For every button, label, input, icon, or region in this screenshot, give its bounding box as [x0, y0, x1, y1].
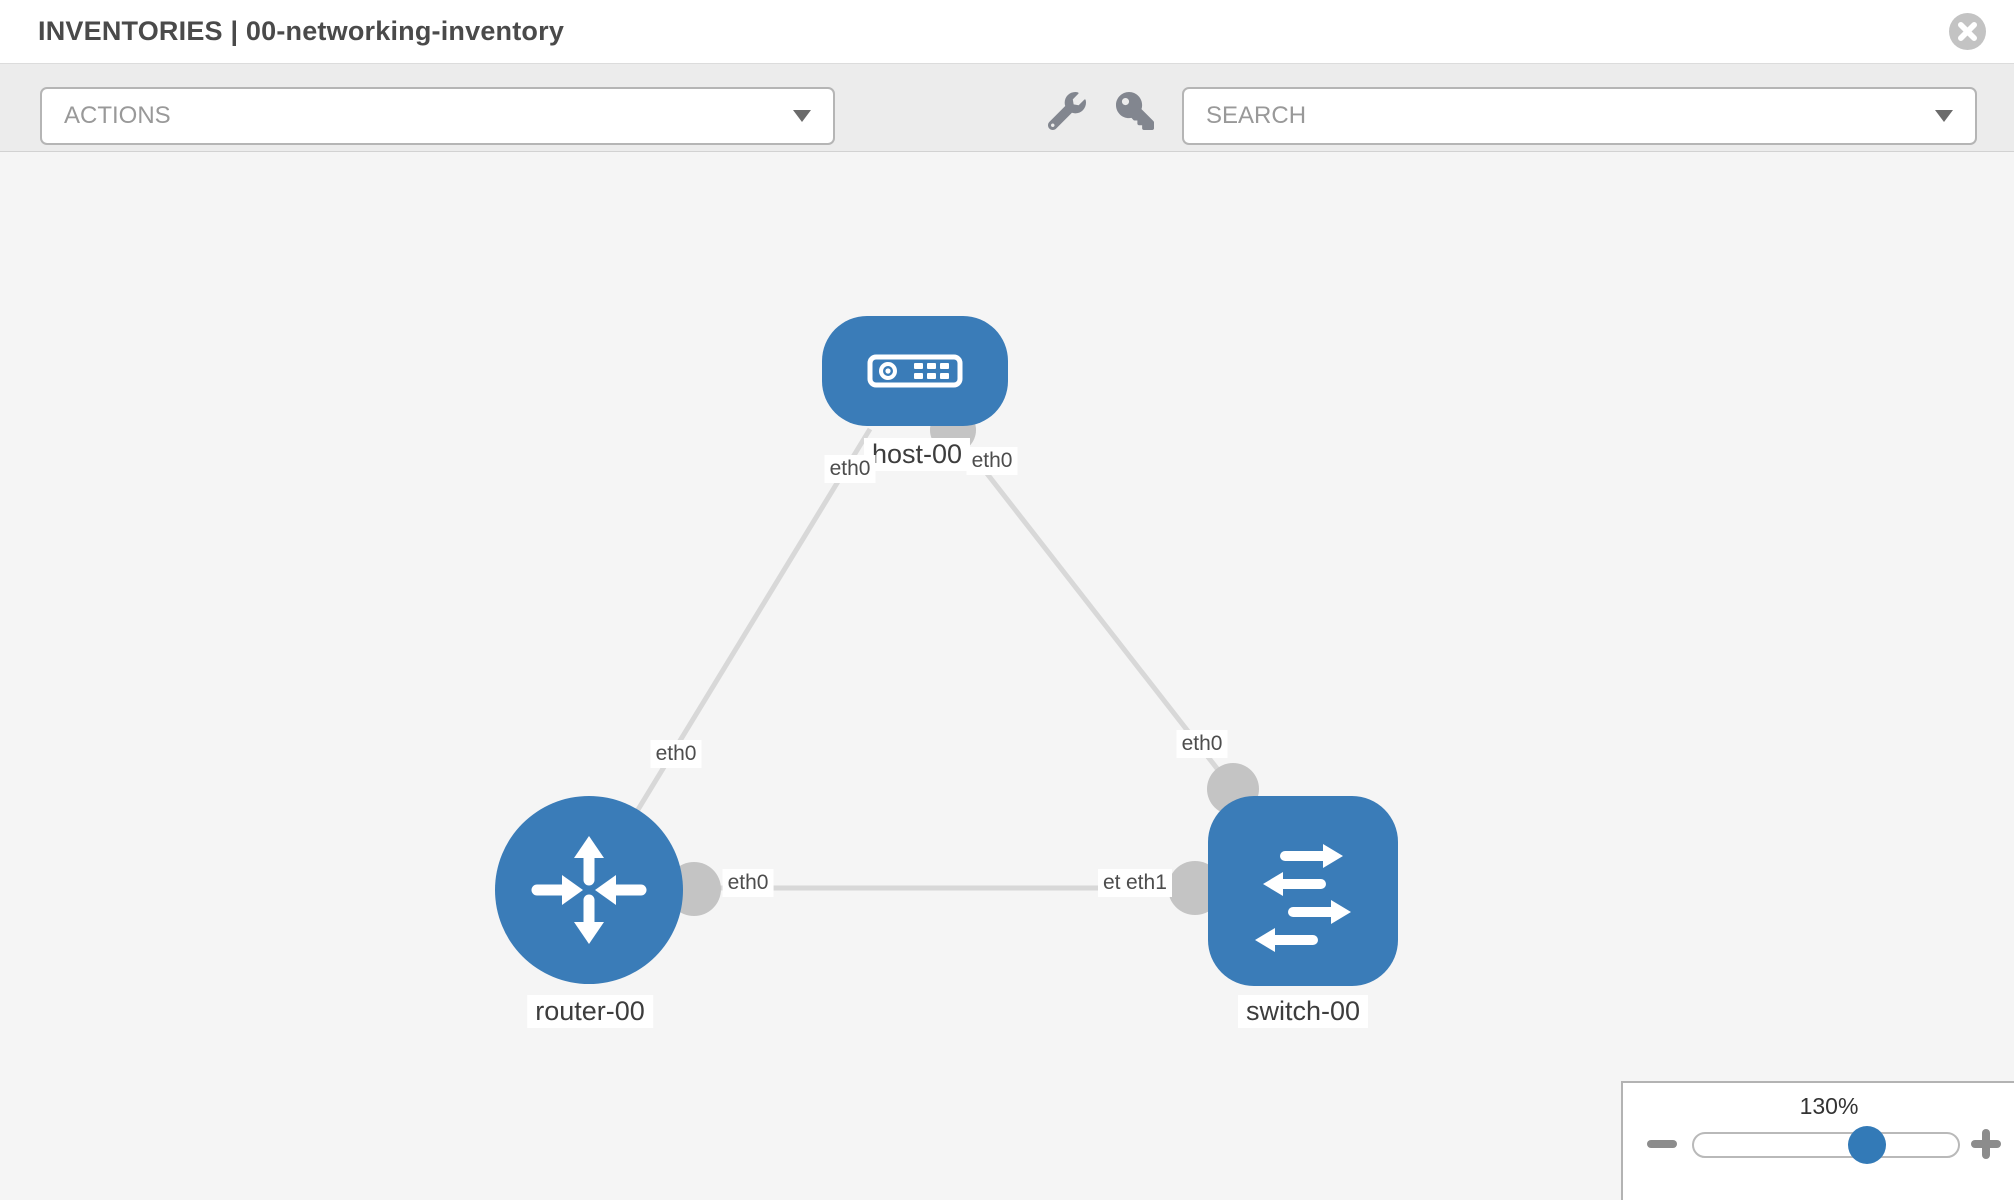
header: INVENTORIES | 00-networking-inventory	[0, 0, 2014, 64]
plus-icon[interactable]	[1971, 1129, 2001, 1159]
page-title: INVENTORIES | 00-networking-inventory	[38, 16, 565, 46]
close-icon	[1958, 22, 1977, 41]
credentials-button[interactable]	[1116, 92, 1154, 130]
topology-canvas[interactable]: host-00 router-00 switch-00 eth0 eth0 et…	[0, 152, 2014, 1200]
zoom-panel: 130%	[1621, 1081, 2014, 1200]
iface-label-router-to-switch: eth0	[722, 869, 774, 898]
switch-icon	[1255, 844, 1351, 952]
edge-host-switch[interactable]	[951, 428, 1235, 791]
iface-label-host-to-router: eth0	[824, 455, 876, 484]
node-label-host: host-00	[863, 438, 971, 472]
host-icon	[867, 354, 963, 388]
node-label-switch: switch-00	[1237, 995, 1369, 1029]
toolbar: ACTIONS SEARCH	[0, 64, 2014, 152]
actions-dropdown-label: ACTIONS	[64, 102, 171, 129]
actions-dropdown[interactable]: ACTIONS	[40, 87, 835, 145]
configure-button[interactable]	[1047, 92, 1086, 131]
zoom-slider[interactable]	[1692, 1126, 1960, 1164]
chevron-down-icon	[793, 110, 811, 122]
zoom-slider-thumb[interactable]	[1848, 1126, 1886, 1164]
search-dropdown[interactable]: SEARCH	[1182, 87, 1977, 145]
router-icon	[531, 836, 647, 944]
iface-label-switch-to-host: eth0	[1176, 730, 1228, 759]
iface-label-host-to-switch: eth0	[966, 447, 1018, 476]
node-switch-00[interactable]	[1208, 796, 1398, 986]
node-router-00[interactable]	[495, 796, 683, 984]
iface-label-switch-to-router: eth1	[1121, 869, 1172, 898]
minus-icon[interactable]	[1647, 1140, 1677, 1148]
iface-label-router-to-host: eth0	[650, 740, 702, 769]
wrench-icon	[1047, 92, 1086, 131]
node-label-router: router-00	[527, 995, 653, 1029]
close-button[interactable]	[1949, 13, 1986, 50]
edges-layer	[586, 407, 1259, 916]
zoom-percentage: 130%	[1799, 1093, 1859, 1119]
node-host-00[interactable]	[822, 316, 1008, 426]
chevron-down-icon	[1935, 110, 1953, 122]
key-icon	[1116, 92, 1154, 130]
search-placeholder: SEARCH	[1206, 102, 1307, 129]
